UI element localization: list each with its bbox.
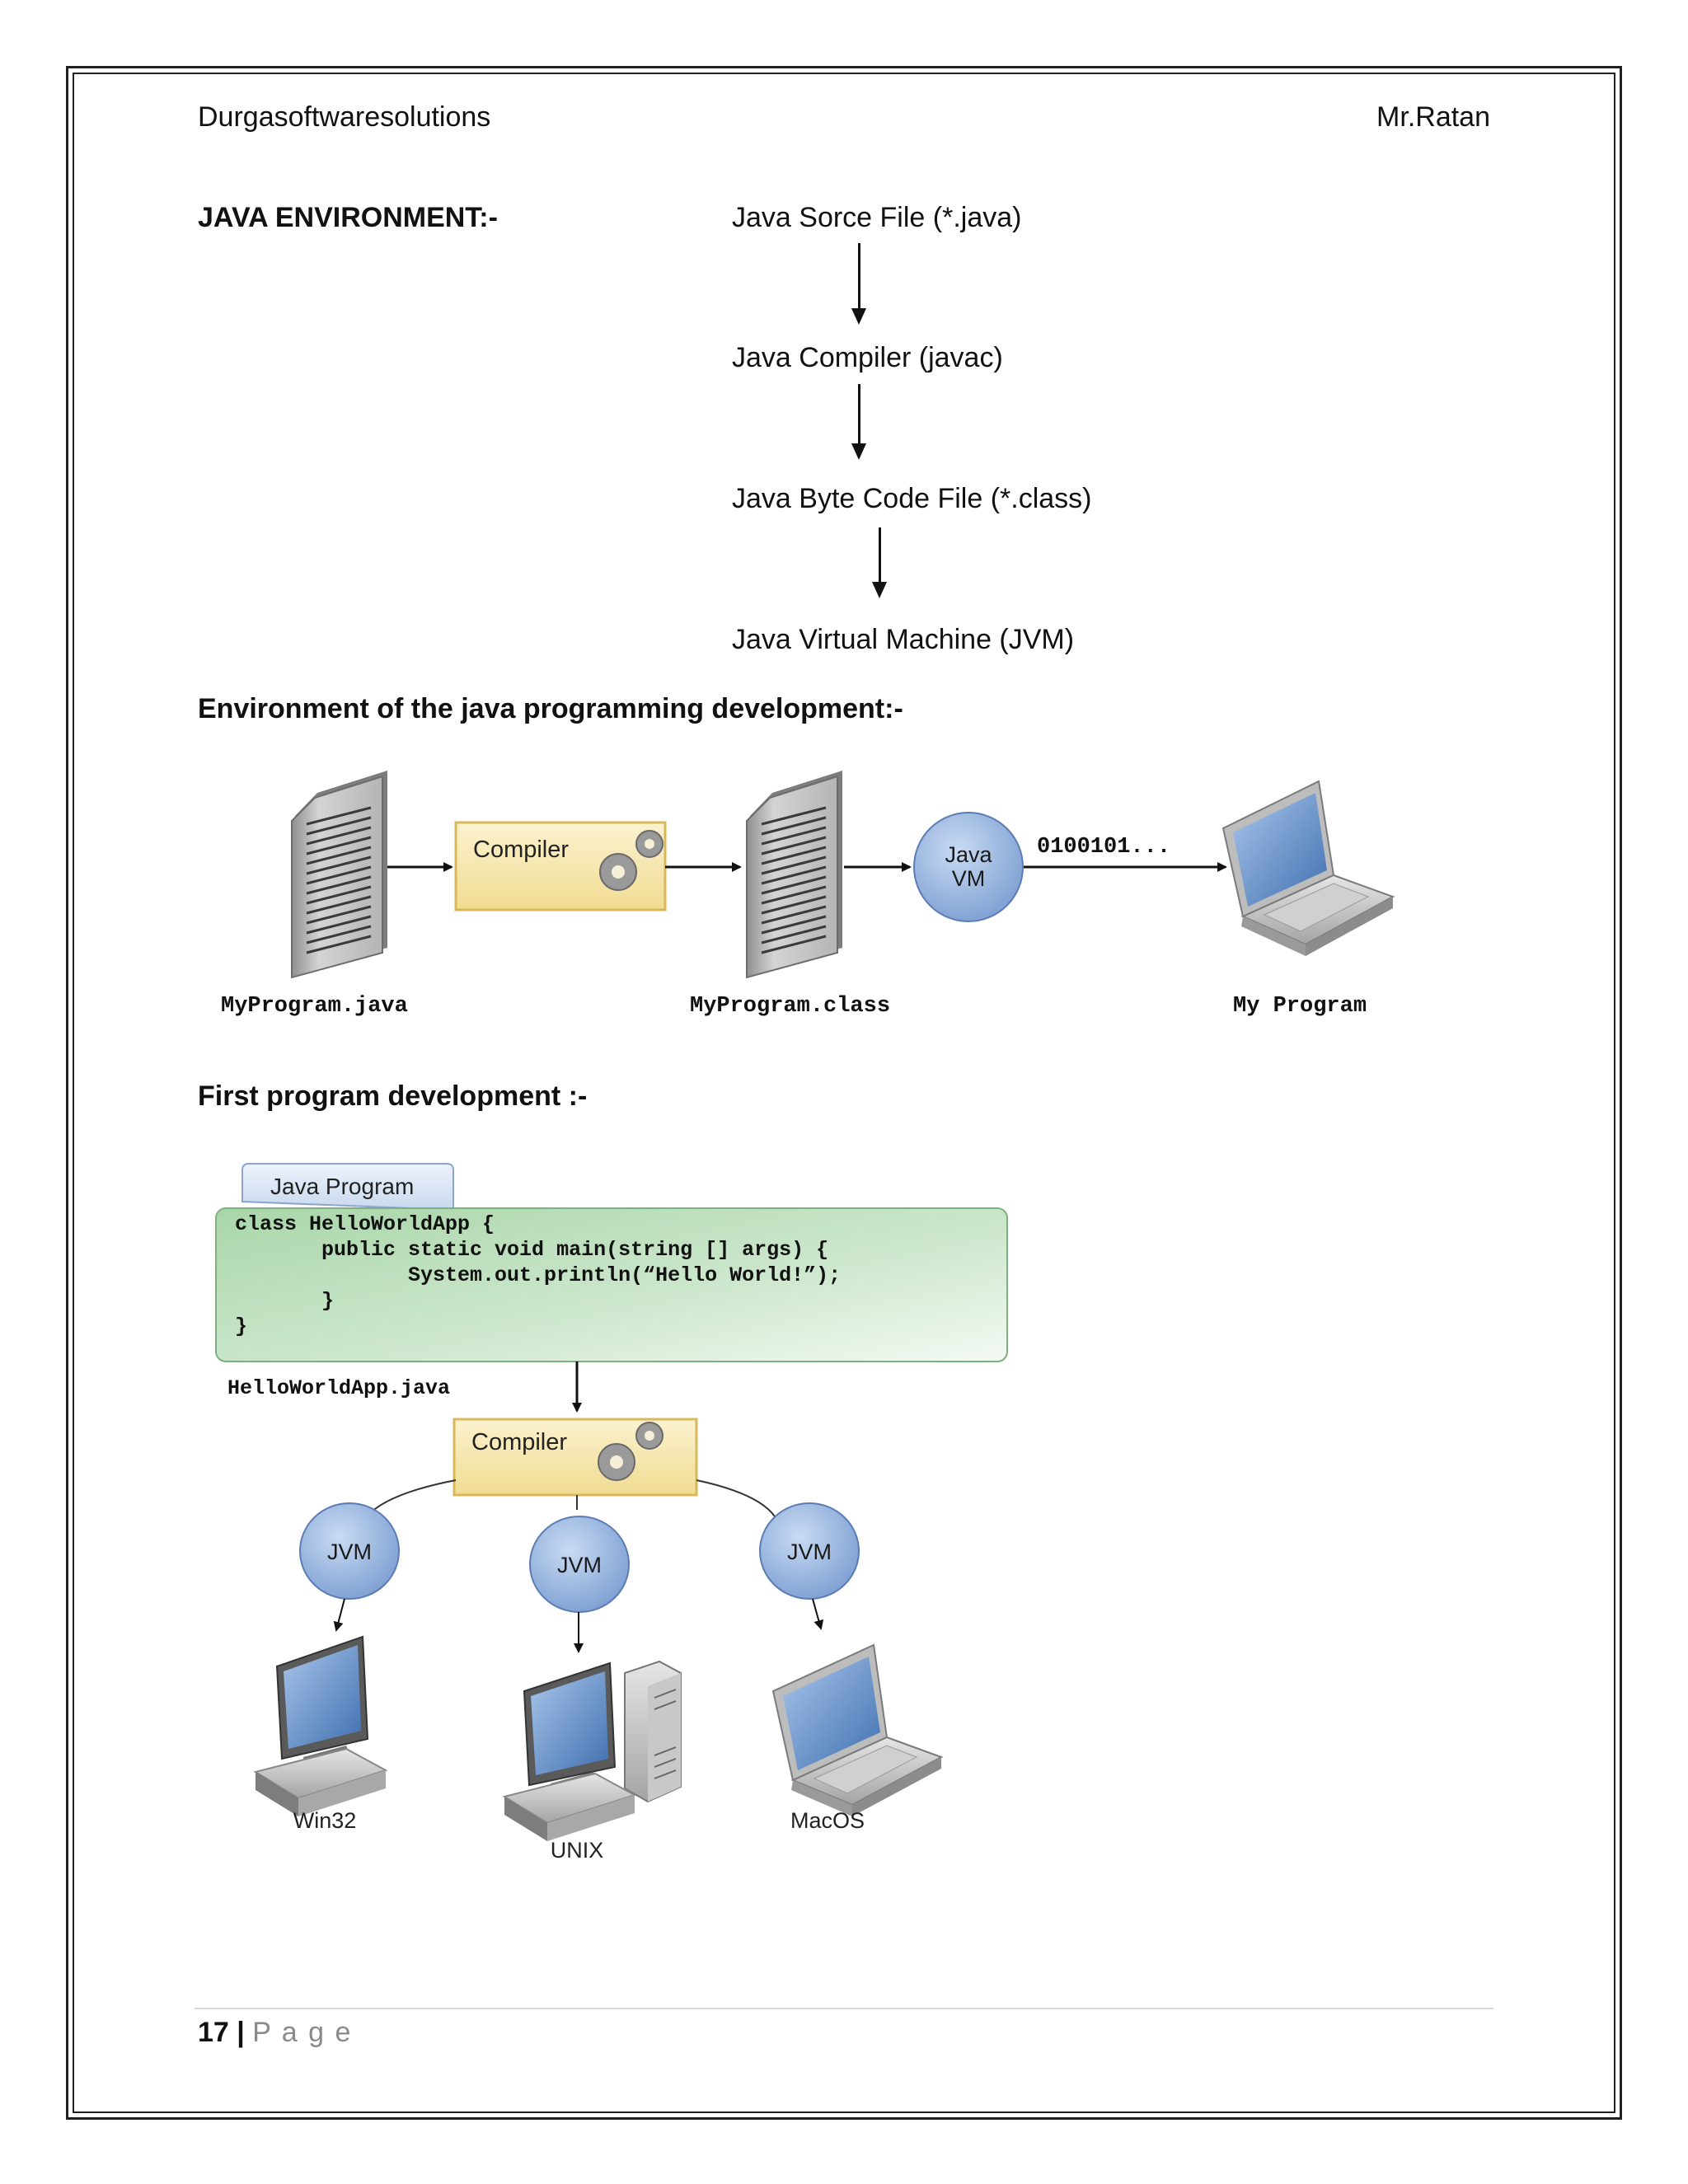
java-vm-label-line2: VM (952, 866, 986, 891)
compiler-box (454, 821, 667, 912)
binary-output-text: 0100101... (1037, 835, 1170, 860)
java-program-tab (241, 1163, 454, 1212)
platform-label-win32: Win32 (293, 1808, 357, 1833)
flow-arrow-3-head (872, 582, 887, 598)
code-panel (215, 1207, 1008, 1362)
jvm-label-unix: JVM (557, 1553, 602, 1577)
arrow-jvm-to-macos (812, 1598, 824, 1630)
java-environment-heading: JAVA ENVIRONMENT:- (198, 202, 498, 233)
macos-laptop-icon (771, 1643, 944, 1816)
code-line: public static void main(string [] args) … (235, 1238, 829, 1262)
flow-compiler: Java Compiler (javac) (732, 342, 1003, 373)
flow-arrow-1 (858, 243, 860, 309)
page-number: 17 (198, 2017, 229, 2048)
page-footer: 17 | P a g e (198, 2016, 352, 2049)
header-author: Mr.Ratan (1376, 101, 1490, 133)
jvm-label-macos: JVM (787, 1540, 832, 1564)
compiler-box-2 (452, 1418, 698, 1497)
platform-label-unix: UNIX (551, 1838, 604, 1863)
branch-curve-left (366, 1479, 457, 1517)
page-label: P a g e (252, 2017, 353, 2048)
code-line: } (235, 1289, 335, 1313)
source-file-name: HelloWorldApp.java (227, 1376, 450, 1400)
java-program-tab-label: Java Program (270, 1174, 414, 1199)
file-label-java: MyProgram.java (221, 994, 408, 1019)
java-vm-circle (913, 812, 1024, 922)
class-document-icon (746, 771, 842, 979)
jvm-label-win32: JVM (327, 1540, 372, 1564)
laptop-icon (1221, 780, 1395, 956)
flow-byte-code: Java Byte Code File (*.class) (732, 483, 1092, 514)
flow-arrow-2-head (851, 443, 866, 460)
branch-curve-right (696, 1479, 776, 1517)
flow-jvm: Java Virtual Machine (JVM) (732, 624, 1075, 655)
source-document-icon (291, 771, 387, 979)
header-company: Durgasoftwaresolutions (198, 101, 491, 133)
compiler-label: Compiler (473, 837, 569, 863)
flow-arrow-1-head (851, 308, 866, 325)
platform-label-macos: MacOS (790, 1808, 865, 1833)
arrow-jvm-to-win32 (333, 1598, 345, 1632)
first-program-heading: First program development :- (198, 1080, 588, 1112)
code-line: System.out.println(“Hello World!”); (235, 1263, 842, 1287)
page-border-inner (73, 73, 1615, 2113)
jvm-circle-win32 (299, 1502, 400, 1600)
code-line: class HelloWorldApp { (235, 1212, 495, 1236)
unix-workstation-icon (502, 1660, 682, 1841)
hello-world-code: class HelloWorldApp { public static void… (235, 1212, 841, 1339)
file-label-class: MyProgram.class (690, 994, 890, 1019)
java-vm-label-line1: Java (945, 842, 992, 867)
dev-environment-heading: Environment of the java programming deve… (198, 693, 903, 724)
page-separator: | (237, 2017, 245, 2048)
flow-source-file: Java Sorce File (*.java) (732, 202, 1022, 233)
code-line: } (235, 1315, 248, 1338)
flow-arrow-3 (879, 527, 881, 583)
flow-arrow-2 (858, 384, 860, 445)
footer-divider (195, 2008, 1493, 2009)
page-border-outer (66, 66, 1622, 2120)
win32-desktop-icon (253, 1635, 388, 1816)
compiler-label-2: Compiler (471, 1429, 567, 1455)
output-label-program: My Program (1233, 994, 1367, 1019)
jvm-circle-macos (759, 1502, 860, 1600)
